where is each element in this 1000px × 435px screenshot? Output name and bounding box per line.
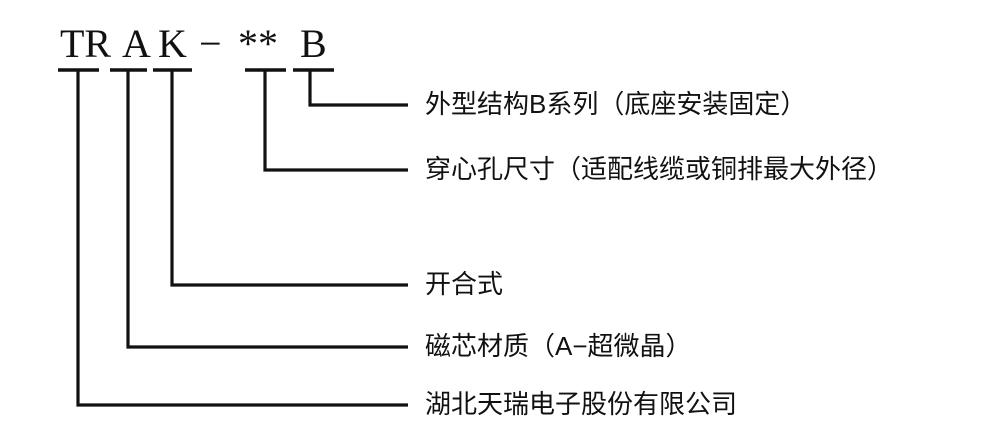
leader-line-hole-size (263, 70, 408, 172)
model-code-segment-tr: TR (60, 21, 111, 66)
callout-label-structure: 外型结构B系列（底座安装固定） (425, 89, 806, 119)
model-code-segment-dash: − (199, 21, 222, 66)
callout-label-hole-size: 穿心孔尺寸（适配线缆或铜排最大外径） (425, 154, 893, 184)
model-code-segment-b: B (300, 21, 327, 66)
model-code-segment-asterisks: ** (238, 21, 278, 66)
model-code-segment-a: A (122, 21, 151, 66)
model-code-segment-k: K (158, 21, 187, 66)
leader-line-structure (308, 70, 408, 107)
leader-line-group (76, 70, 408, 407)
model-code-row: TR A K − ** B (60, 21, 327, 66)
leader-line-company (76, 70, 408, 407)
callout-label-group: 外型结构B系列（底座安装固定） 穿心孔尺寸（适配线缆或铜排最大外径） 开合式 磁… (425, 89, 893, 419)
leader-line-split-core (170, 70, 408, 287)
callout-label-core-material: 磁芯材质（A−超微晶） (425, 331, 692, 361)
callout-label-split-core: 开合式 (425, 269, 503, 299)
leader-line-core-material (126, 70, 408, 349)
callout-label-company: 湖北天瑞电子股份有限公司 (425, 389, 737, 419)
